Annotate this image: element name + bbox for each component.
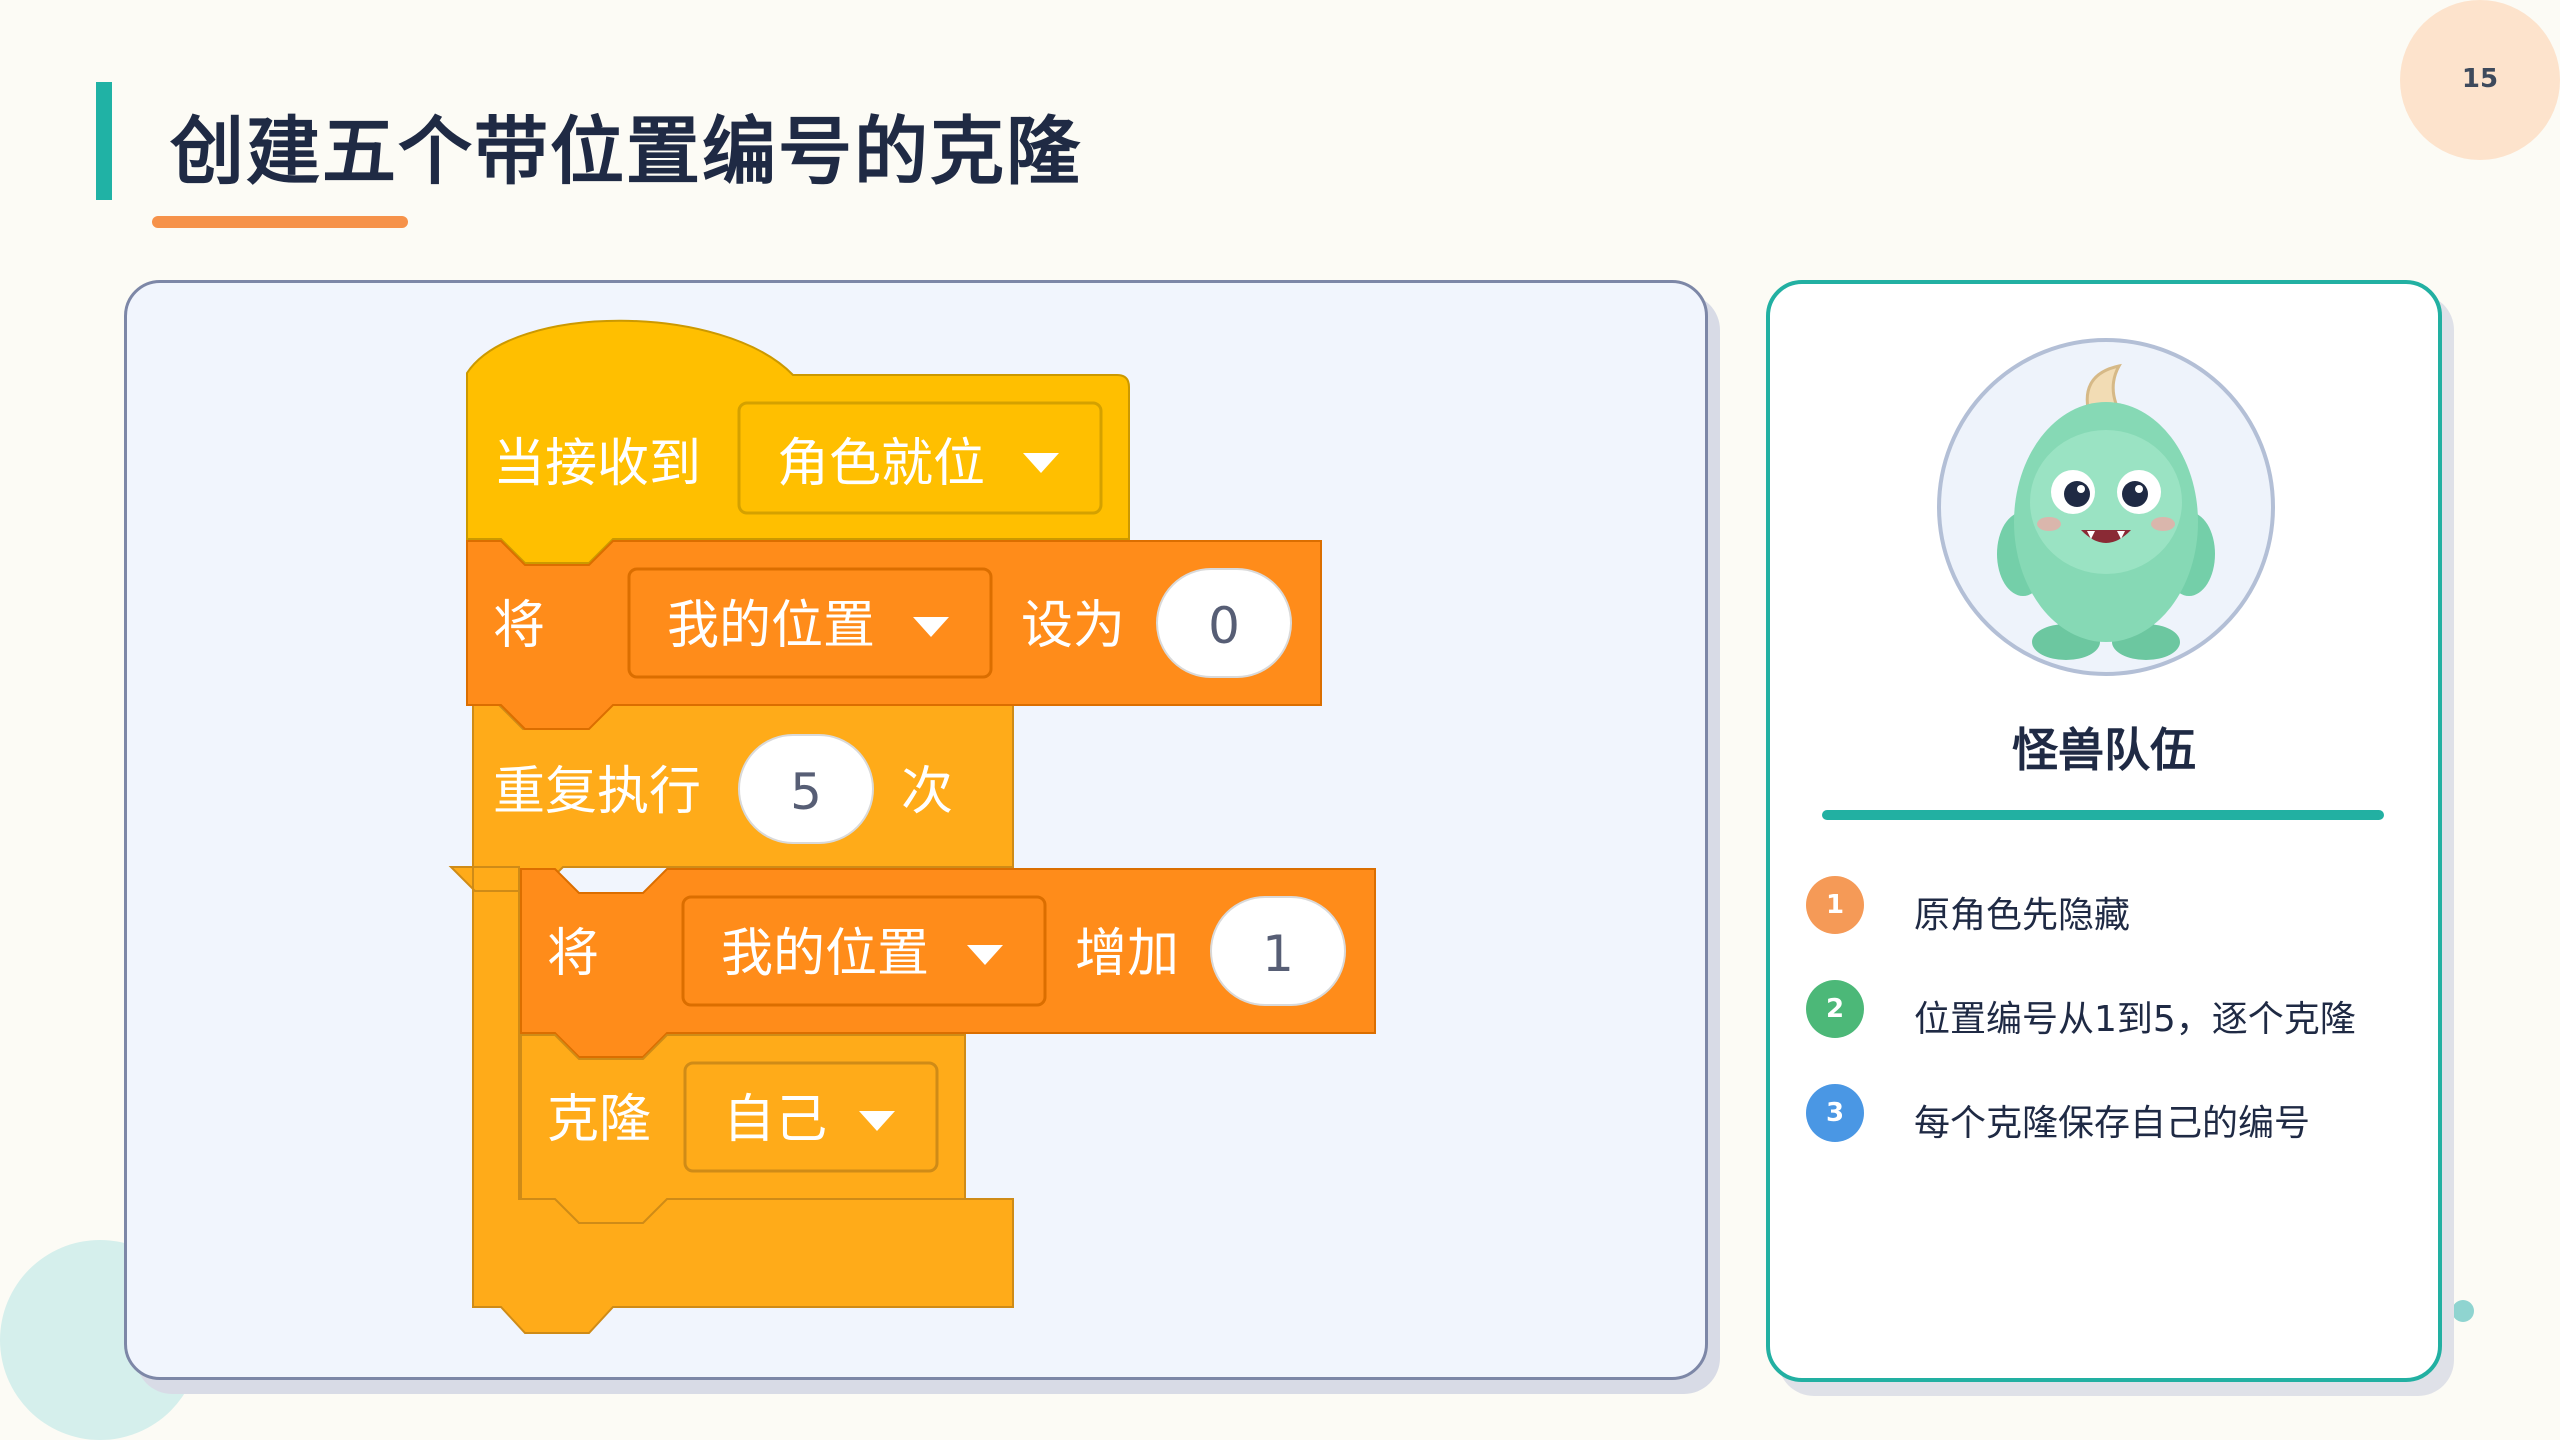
title-underline	[152, 216, 408, 228]
set-value-input[interactable]	[1156, 568, 1292, 678]
step-item: 1 原角色先隐藏	[1806, 876, 2406, 936]
set-variable-dropdown[interactable]	[627, 567, 993, 679]
page-number-circle	[2400, 0, 2560, 160]
step-number-badge: 2	[1806, 980, 1864, 1038]
change-action-label: 增加	[1075, 924, 1179, 984]
scratch-script: 当接收到 角色就位 将 我的位置 设为 0 重复执行 5 次 将 我的位置 增加…	[448, 319, 1376, 1334]
monster-illustration	[1997, 363, 2215, 660]
chevron-down-icon	[859, 1111, 895, 1131]
step-text: 位置编号从1到5，逐个克隆	[1914, 999, 2356, 1040]
set-value: 0	[1208, 597, 1240, 655]
set-label: 将	[493, 596, 545, 656]
hat-label: 当接收到	[493, 434, 701, 494]
team-name: 怪兽队伍	[2012, 723, 2196, 777]
step-text: 每个克隆保存自己的编号	[1914, 1103, 2311, 1144]
set-variable-name: 我的位置	[667, 596, 875, 656]
step-number-badge: 3	[1806, 1084, 1864, 1142]
repeat-count: 5	[790, 763, 822, 821]
change-variable-name: 我的位置	[721, 924, 929, 984]
chevron-down-icon	[1023, 453, 1059, 473]
set-action-label: 设为	[1021, 596, 1125, 656]
code-panel: 当接收到 角色就位 将 我的位置 设为 0 重复执行 5 次 将 我的位置 增加…	[124, 280, 1708, 1380]
step-item: 3 每个克隆保存自己的编号	[1806, 1084, 2406, 1144]
chevron-down-icon	[913, 617, 949, 637]
message-dropdown-value: 角色就位	[777, 434, 985, 494]
step-text: 原角色先隐藏	[1914, 895, 2131, 936]
step-item: 2 位置编号从1到5，逐个克隆	[1806, 980, 2406, 1040]
change-value-input[interactable]	[1210, 896, 1346, 1006]
step-number-badge: 1	[1806, 876, 1864, 934]
change-label: 将	[547, 924, 599, 984]
repeat-label: 重复执行	[493, 762, 701, 822]
title-accent-bar	[96, 82, 112, 200]
monster-avatar	[1937, 338, 2275, 676]
change-value: 1	[1262, 925, 1294, 983]
chevron-down-icon	[967, 945, 1003, 965]
clone-target-dropdown[interactable]	[683, 1061, 939, 1173]
decorative-dot	[2452, 1300, 2474, 1322]
clone-label: 克隆	[547, 1090, 651, 1150]
team-info-card: 怪兽队伍 1 原角色先隐藏 2 位置编号从1到5，逐个克隆 3 每个克隆保存自己…	[1766, 280, 2442, 1382]
repeat-suffix: 次	[901, 762, 953, 822]
clone-target: 自己	[723, 1090, 827, 1150]
repeat-count-input[interactable]	[738, 734, 874, 844]
change-variable-dropdown[interactable]	[681, 895, 1047, 1007]
card-divider	[1822, 810, 2384, 820]
page-title: 创建五个带位置编号的克隆	[170, 109, 1082, 195]
message-dropdown[interactable]	[737, 401, 1103, 515]
page-number: 15	[2461, 64, 2499, 94]
